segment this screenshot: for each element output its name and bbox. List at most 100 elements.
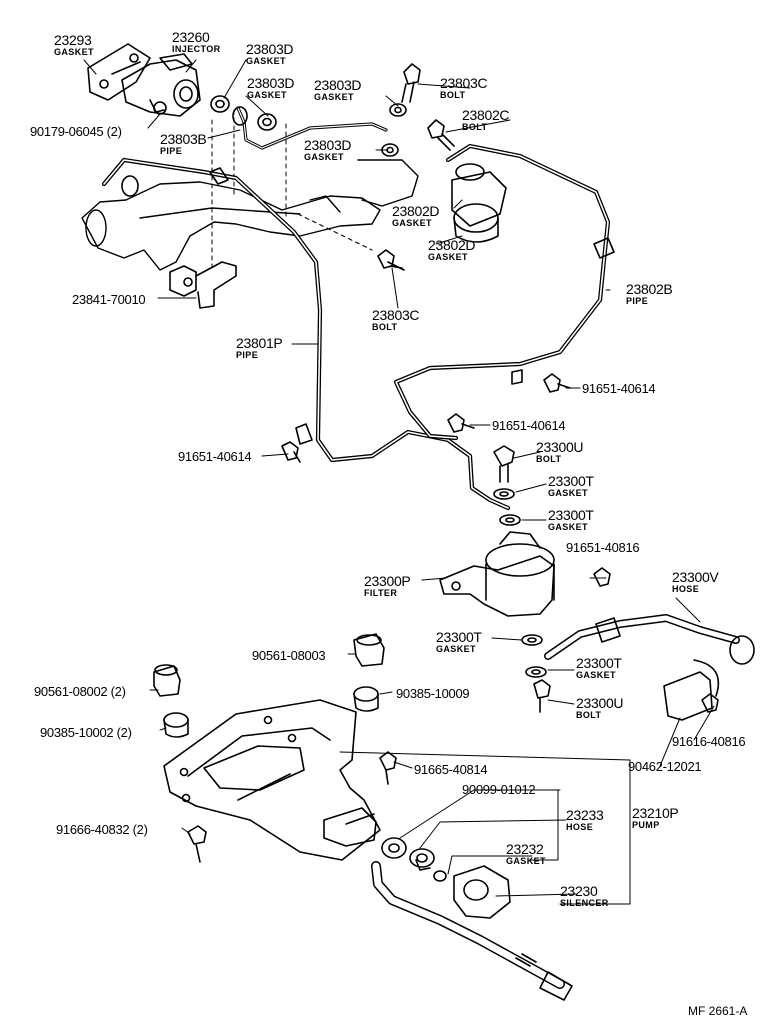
part-number: 90385-10009 (396, 686, 470, 701)
part-number: 91665-40814 (414, 762, 488, 777)
part-number: 23802D (428, 237, 476, 253)
part-number: 23802C (462, 107, 510, 123)
part-number: 91651-40816 (566, 540, 640, 555)
part-number: 23232 (506, 841, 544, 857)
part-label-91666-40832: 91666-40832 (2) (56, 822, 148, 838)
part-label-23841-70010: 23841-70010 (72, 292, 146, 308)
filter-drawing (439, 531, 555, 617)
part-number: 23802B (626, 281, 673, 297)
part-label-91665-40814: 91665-40814 (414, 762, 488, 778)
silencer-hose-drawing (381, 837, 511, 919)
part-label-91651-40614-3: 91651-40614 (178, 449, 252, 465)
part-description: GASKET (392, 218, 432, 228)
part-number: 23803D (314, 77, 362, 93)
drawing-reference-code: MF 2661-A (688, 1004, 748, 1018)
part-number: 23300T (436, 629, 482, 645)
part-label-91616-40816: 91616-40816 (672, 734, 746, 750)
part-description: GASKET (548, 488, 588, 498)
filter-hardware-drawing (493, 445, 521, 526)
part-number: 90385-10002 (2) (40, 725, 132, 740)
leader-lines (83, 59, 715, 905)
part-description: INJECTOR (172, 44, 221, 54)
part-description: PIPE (626, 296, 649, 306)
part-number: 23300U (576, 695, 624, 711)
part-label-90385-10009: 90385-10009 (396, 686, 470, 702)
grommet-drawing (163, 686, 379, 738)
part-number: 91651-40614 (582, 381, 656, 396)
part-number: 23230 (560, 883, 598, 899)
injector-gasket-drawing (87, 43, 151, 101)
part-description: GASKET (247, 90, 287, 100)
part-label-90385-10002: 90385-10002 (2) (40, 725, 132, 741)
part-description: GASKET (428, 252, 468, 262)
part-description: GASKET (246, 56, 286, 66)
part-number: 91651-40614 (178, 449, 252, 464)
part-description: PIPE (160, 146, 183, 156)
part-description: BOLT (576, 710, 602, 720)
part-number: 23300V (672, 569, 719, 585)
pipe-23801p-drawing (101, 157, 511, 511)
pipe-23802b-drawing (393, 143, 611, 441)
part-description: GASKET (576, 670, 616, 680)
part-number: 23300T (576, 655, 622, 671)
part-label-91651-40614-1: 91651-40614 (582, 381, 656, 397)
part-number: 23260 (172, 29, 210, 45)
part-number: 90179-06045 (2) (30, 124, 122, 139)
part-number: 90561-08002 (2) (34, 684, 126, 699)
part-number: 23803B (160, 131, 207, 147)
part-description: GASKET (506, 856, 546, 866)
part-number: 23233 (566, 807, 604, 823)
part-label-90179-06045: 90179-06045 (2) (30, 124, 122, 140)
collar-drawing (153, 633, 385, 697)
part-description: FILTER (364, 588, 398, 598)
part-label-91651-40816: 91651-40816 (566, 540, 640, 556)
part-description: HOSE (672, 584, 700, 594)
part-number: 23803D (246, 41, 294, 57)
part-description: SILENCER (560, 898, 609, 908)
part-number: 23293 (54, 32, 92, 48)
part-number: 90099-01012 (462, 782, 536, 797)
part-number: 23300T (548, 507, 594, 523)
part-number: 91616-40816 (672, 734, 746, 749)
part-description: GASKET (304, 152, 344, 162)
part-number: 23210P (632, 805, 679, 821)
bracket-drawing (169, 261, 237, 309)
part-number: 23300U (536, 439, 584, 455)
part-label-90462-12021: 90462-12021 (628, 759, 702, 775)
assembly-dashed-lines (211, 109, 373, 267)
bolt-drawing (401, 63, 455, 151)
part-label-90561-08003: 90561-08003 (252, 648, 326, 664)
part-number: 23841-70010 (72, 292, 146, 307)
part-description: GASKET (54, 47, 94, 57)
part-description: GASKET (436, 644, 476, 654)
part-number: 91666-40832 (2) (56, 822, 148, 837)
part-label-90561-08002: 90561-08002 (2) (34, 684, 126, 700)
hose-clamp-drawing (663, 659, 720, 721)
part-number: 23300T (548, 473, 594, 489)
part-label-91651-40614-2: 91651-40614 (492, 418, 566, 434)
valve-drawing (451, 163, 507, 243)
part-description: BOLT (462, 122, 488, 132)
part-number: 91651-40614 (492, 418, 566, 433)
